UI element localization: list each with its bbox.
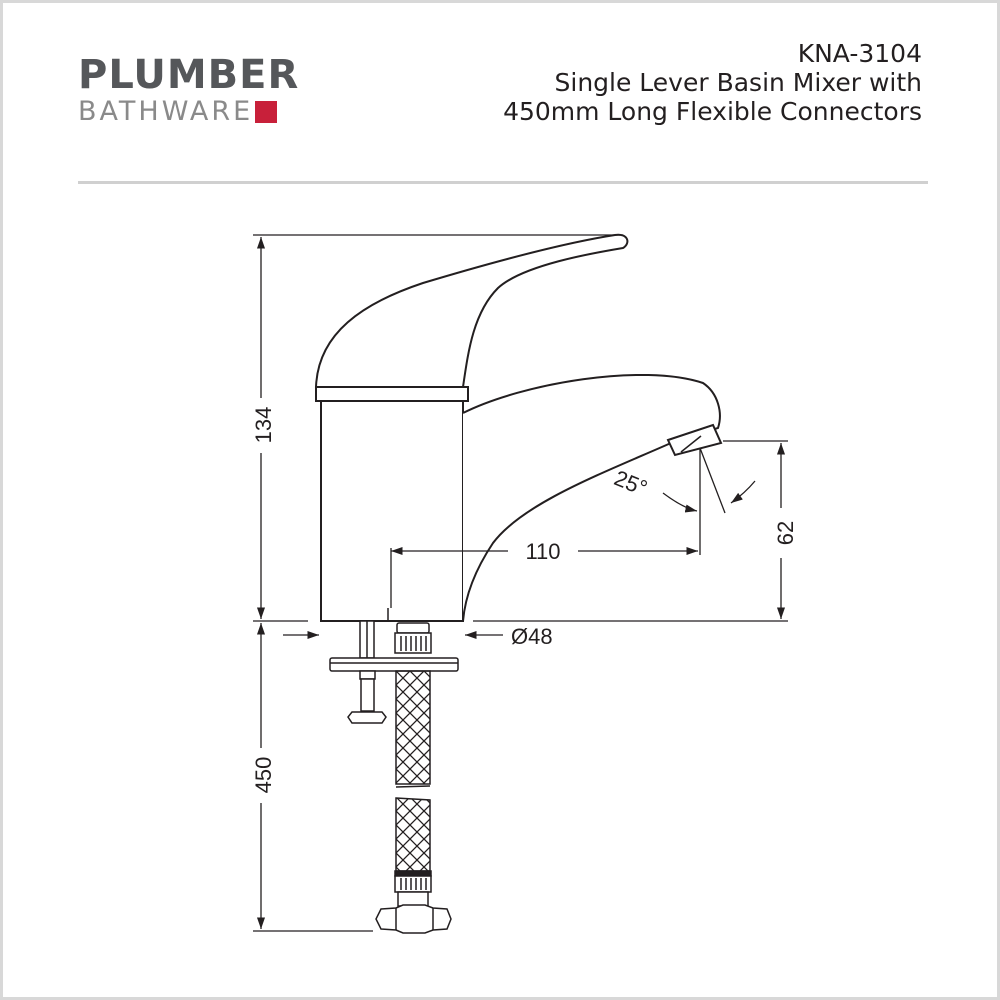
technical-drawing: 134 450 110 62 Ø48 25° [251,233,798,934]
product-code: KNA-3104 [797,39,922,68]
brand-name: PLUMBER [78,52,300,98]
spout [462,374,723,622]
brand-sub: BATHWARE [78,97,299,127]
dim-label-angle: 25° [611,465,651,501]
dim-label-diameter: Ø48 [511,624,553,649]
flexible-connector [375,622,452,934]
product-title: KNA-3104 Single Lever Basin Mixer with 4… [503,39,922,126]
angle-arc [730,480,756,504]
brand-logo: PLUMBER BATHWARE [78,53,299,127]
brand-sub-text: BATHWARE [78,96,254,127]
dim-label-connector: 450 [251,757,276,794]
faucet-body [320,400,464,622]
dim-label-reach: 110 [525,539,560,564]
header-divider [78,181,928,184]
dim-label-spout-height: 62 [773,521,798,545]
lever-handle [314,233,629,402]
dim-label-height: 134 [251,407,276,444]
product-line2: 450mm Long Flexible Connectors [503,97,922,126]
mounting-stud [329,620,459,724]
product-line1: Single Lever Basin Mixer with [554,68,923,97]
brand-square-icon [255,101,278,123]
angle-arc [662,492,698,513]
